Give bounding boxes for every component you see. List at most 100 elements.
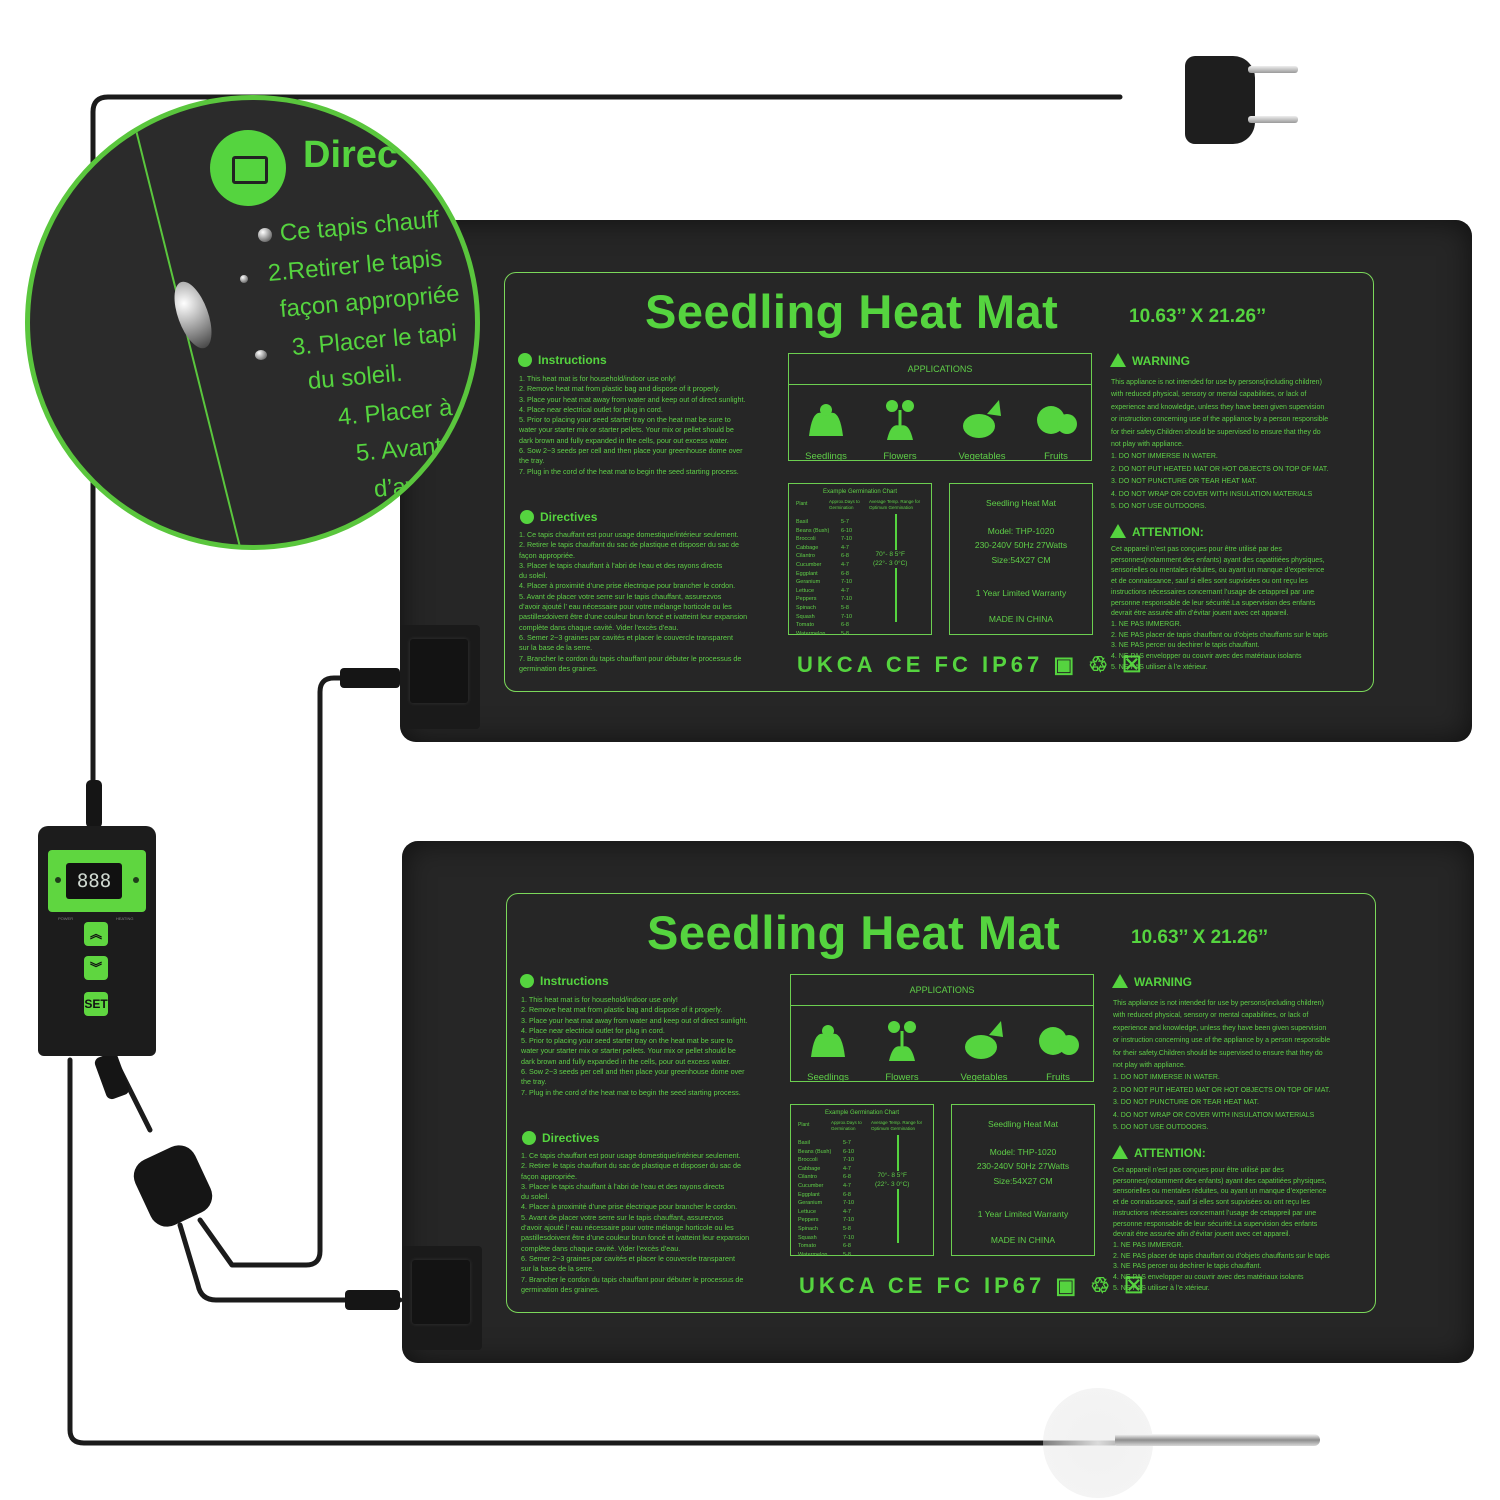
plug-pin-bottom [1248, 116, 1298, 123]
application-fruits: Fruits [1023, 1017, 1093, 1083]
vegetable-icon [965, 1021, 1003, 1059]
temp-range-arrow [897, 1135, 899, 1243]
germination-days: 5-8 [843, 1251, 851, 1258]
germination-plant: Peppers [798, 1217, 819, 1224]
zoom-line-6: 4. Placer à [336, 394, 454, 431]
certification-marks: UKCA CE FC IP67 ▣ ♲ ☒ [799, 1273, 1148, 1298]
applications-box: APPLICATIONS Seedlings Flowers Vegetable… [790, 974, 1094, 1083]
germination-days: 5-8 [843, 1225, 851, 1232]
germination-col-temp: Average Temp. Range for Optimum Germinat… [871, 1120, 923, 1131]
germination-days: 7-10 [841, 613, 853, 620]
heat-mat-bottom: Seedling Heat Mat 10.63’’ X 21.26’’ Inst… [402, 841, 1474, 1363]
application-flowers: Flowers [865, 396, 935, 462]
attention-heading: ATTENTION: [1110, 524, 1204, 539]
application-seedlings: Seedlings [791, 396, 861, 462]
attention-text: Cet appareil n’est pas conçues pour être… [1113, 1167, 1330, 1292]
model-number: Model: THP-1020 [987, 526, 1055, 536]
zoom-line-8: d’av [372, 472, 419, 503]
warning-heading: WARNING [1112, 974, 1192, 989]
germination-plant: Cabbage [796, 544, 819, 551]
germination-plant: Cabbage [798, 1165, 821, 1172]
germination-plant: Eggplant [796, 570, 818, 577]
germination-days: 7-10 [841, 536, 853, 543]
application-flowers: Flowers [867, 1017, 937, 1083]
vegetable-icon [963, 400, 1001, 438]
germination-days: 6-8 [841, 622, 849, 629]
germination-days: 7-10 [843, 1157, 855, 1164]
germination-days: 6-8 [843, 1191, 851, 1198]
model-size: Size:54X27 CM [993, 1176, 1053, 1186]
germination-days: 4-7 [841, 544, 849, 551]
attention-icon [1112, 1145, 1128, 1159]
germination-plant: Peppers [796, 596, 817, 603]
flower-icon [886, 400, 914, 440]
zoom-line-5: du soleil. [306, 359, 404, 395]
germination-days: 4-7 [843, 1165, 851, 1172]
water-droplet [166, 276, 220, 354]
temp-up-button[interactable]: ︽ [84, 922, 108, 946]
mat-size: 10.63’’ X 21.26’’ [1129, 306, 1266, 327]
mat-title: Seedling Heat Mat [645, 285, 1059, 338]
instructions-heading: Instructions [520, 974, 609, 988]
zoom-line-4: 3. Placer le tapi [290, 319, 458, 361]
germination-plant: Basil [796, 519, 808, 525]
model-warranty: 1 Year Limited Warranty [977, 1209, 1069, 1219]
water-droplet [240, 275, 248, 283]
temperature-display: 888 [66, 863, 122, 899]
germination-plant: Cilantro [798, 1174, 817, 1181]
germination-col-plant: Plant [796, 501, 808, 507]
fruit-icon [1039, 1027, 1079, 1055]
germination-title: Example Germination Chart [822, 489, 898, 495]
flower-icon [888, 1021, 916, 1061]
germination-days: 7-10 [843, 1234, 855, 1241]
germination-days: 5-7 [843, 1140, 851, 1146]
heating-label: HEATING [116, 916, 134, 921]
warning-text: This appliance is not intended for use b… [1113, 1000, 1331, 1132]
set-button[interactable]: SET [84, 992, 108, 1016]
temp-range: 70°- 8 5°F(22°- 3 0°C) [875, 1171, 910, 1189]
germination-days: 7-10 [841, 596, 853, 603]
directives-text: 1. Ce tapis chauffant est pour usage dom… [521, 1151, 750, 1294]
germination-chart: Example Germination Chart Plant Approx.D… [790, 1104, 934, 1259]
mat-size: 10.63’’ X 21.26’’ [1131, 927, 1268, 948]
attention-heading: ATTENTION: [1112, 1145, 1206, 1160]
temp-down-button[interactable]: ︾ [84, 956, 108, 980]
germination-days: 5-8 [841, 604, 849, 611]
germination-plant: Spinach [798, 1225, 818, 1232]
germination-days: 4-7 [843, 1208, 851, 1215]
water-droplet [255, 350, 267, 360]
germination-days: 4-7 [841, 587, 849, 594]
warning-icon [1110, 353, 1126, 367]
germination-plant: Watermelon [796, 630, 826, 637]
model-info-box: Seedling Heat Mat Model: THP-1020 230-24… [949, 483, 1093, 635]
germination-col-plant: Plant [798, 1122, 810, 1128]
book-icon [522, 1131, 536, 1145]
temp-range-arrow [895, 514, 897, 622]
heat-mat-top: Seedling Heat Mat 10.63’’ X 21.26’’ Inst… [400, 220, 1472, 742]
zoom-line-2: 2.Retirer le tapis [266, 244, 444, 287]
power-label: POWER [58, 916, 74, 921]
germination-plant: Basil [798, 1140, 810, 1146]
germination-plant: Beans (Bush) [796, 527, 830, 534]
germination-days: 4-7 [841, 561, 849, 568]
model-origin: MADE IN CHINA [990, 1235, 1056, 1245]
germination-chart: Example Germination Chart Plant Approx.D… [788, 483, 932, 638]
germination-plant: Geranium [798, 1200, 823, 1207]
temp-range: 70°- 8 5°F(22°- 3 0°C) [873, 550, 908, 568]
germination-plant: Beans (Bush) [798, 1148, 832, 1155]
mat-print-frame [506, 893, 1376, 1313]
germination-days: 6-8 [843, 1243, 851, 1250]
applications-heading: APPLICATIONS [791, 975, 1093, 1006]
application-fruits: Fruits [1021, 396, 1091, 462]
model-warranty: 1 Year Limited Warranty [975, 588, 1067, 598]
germination-plant: Eggplant [798, 1191, 820, 1198]
model-product-name: Seedling Heat Mat [988, 1119, 1058, 1129]
temperature-probe [1115, 1434, 1320, 1446]
germination-days: 6-8 [841, 553, 849, 560]
germination-days: 6-8 [841, 570, 849, 577]
germination-days: 7-10 [843, 1200, 855, 1207]
